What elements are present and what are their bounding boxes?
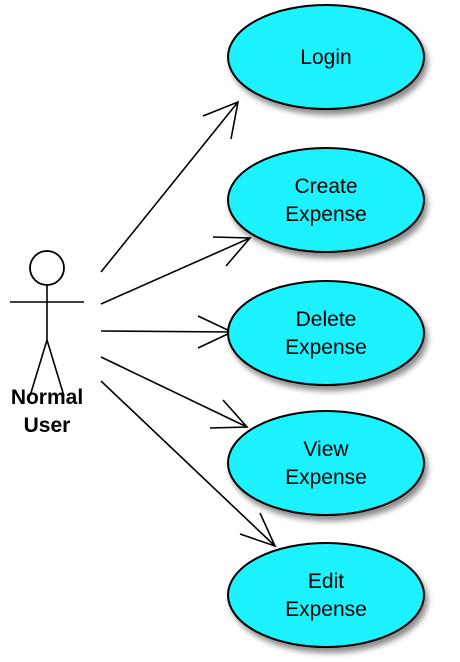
association-arrow-view [100,356,249,429]
use-case-view-expense: View Expense [227,410,425,516]
use-case-login: Login [227,4,425,110]
use-case-label-line1: Delete [296,308,357,331]
use-case-delete-expense: Delete Expense [227,280,425,386]
actor-normal-user: Normal User [10,250,84,437]
use-case-label-line2: Expense [285,598,367,621]
use-case-create-expense: Create Expense [227,147,425,253]
actor-left-leg [29,339,48,397]
use-case-label-line1: Create [294,175,357,198]
actor-right-leg [46,339,65,397]
actor-head [29,250,65,286]
association-arrow-login [100,100,240,273]
actor-label-line1: Normal [11,386,83,409]
use-case-ellipse [227,147,425,253]
use-case-label-line2: Expense [285,466,367,489]
use-case-label-line1: View [303,438,349,461]
use-case-label: Login [300,46,351,69]
use-case-ellipse [227,4,425,110]
use-case-label-line2: Expense [285,203,367,226]
association-arrow-delete [100,315,234,349]
actor-label-line2: User [24,414,71,437]
association-arrow-create [100,236,252,305]
use-case-ellipse [227,410,425,516]
use-case-ellipse [227,542,425,648]
use-case-edit-expense: Edit Expense [227,542,425,648]
associations [100,100,277,548]
use-case-label-line1: Edit [308,570,344,593]
use-case-ellipse [227,280,425,386]
use-case-label-line2: Expense [285,336,367,359]
association-arrow-edit [100,380,277,548]
